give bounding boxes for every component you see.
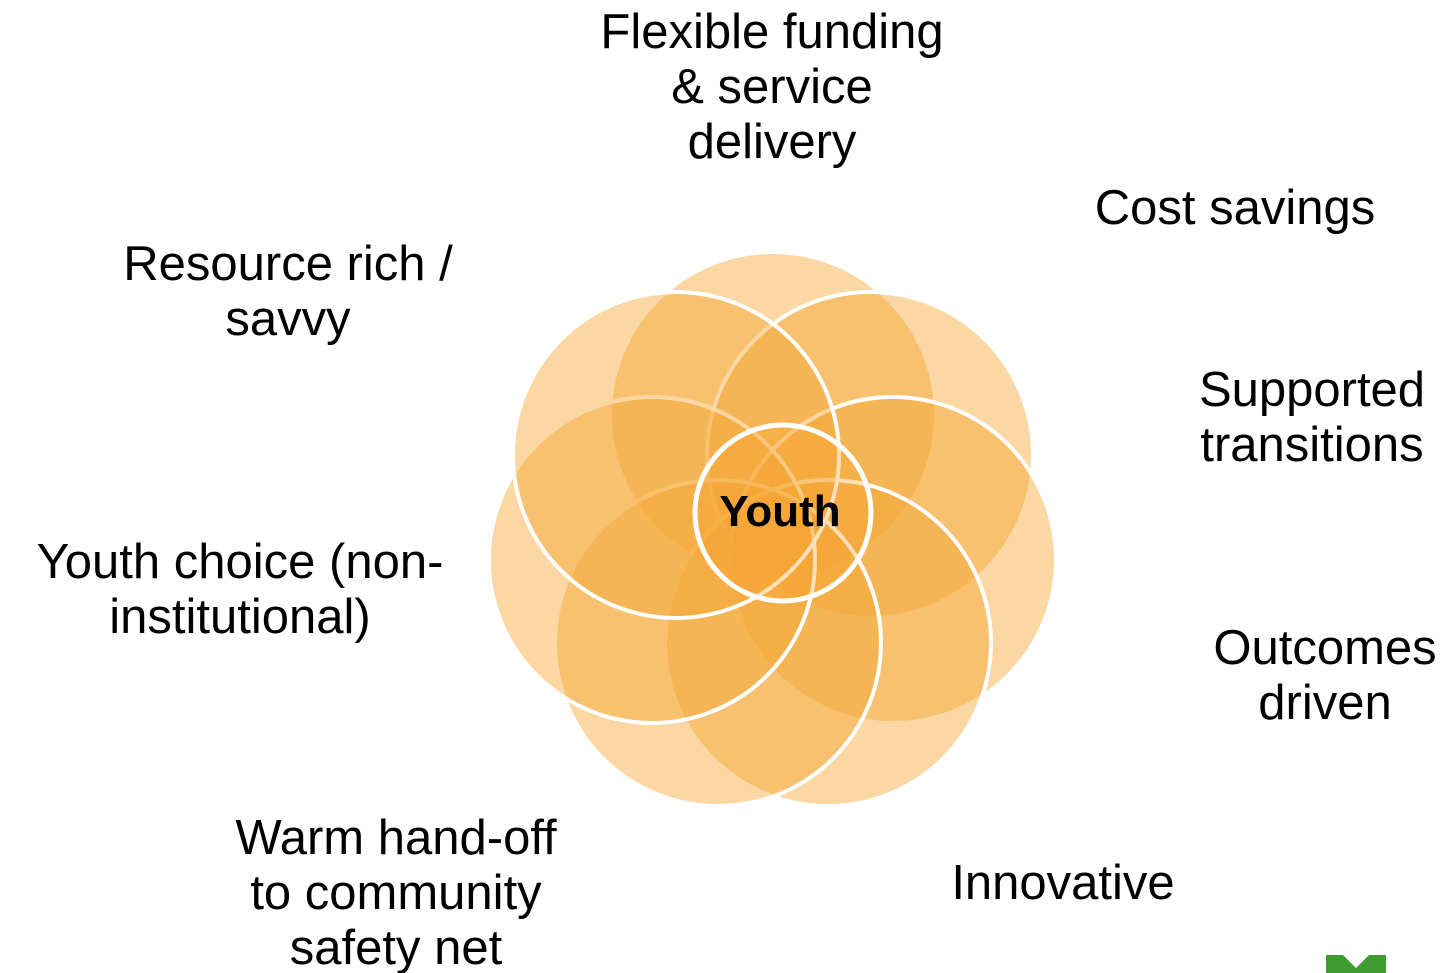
- label-line: to community: [250, 866, 542, 920]
- label-innovative: Innovative: [951, 856, 1174, 910]
- label-line: Warm hand-off: [235, 811, 557, 865]
- petal-circle: [511, 290, 841, 620]
- petal-circle: [728, 395, 1058, 725]
- petal-circle: [663, 478, 993, 808]
- center-label: Youth: [719, 487, 840, 536]
- label-line: & service: [671, 60, 873, 114]
- label-line: Cost savings: [1095, 181, 1376, 235]
- label-youth-choice: Youth choice (non-institutional): [37, 535, 444, 644]
- label-line: Outcomes: [1213, 621, 1436, 675]
- label-line: Supported: [1199, 363, 1425, 417]
- petal-group: [487, 250, 1058, 808]
- label-line: Flexible funding: [600, 5, 943, 59]
- petal-circle: [608, 250, 938, 580]
- logo-mark: [1326, 955, 1386, 973]
- label-line: transitions: [1200, 418, 1423, 472]
- label-line: driven: [1258, 676, 1391, 730]
- label-resource-rich: Resource rich /savvy: [123, 237, 453, 346]
- label-line: delivery: [688, 115, 857, 169]
- label-line: safety net: [290, 921, 503, 973]
- label-line: institutional): [109, 590, 370, 644]
- logo-m-shape: [1326, 955, 1386, 973]
- label-line: savvy: [225, 292, 351, 346]
- center-circle: [692, 422, 874, 604]
- label-line: Resource rich /: [123, 237, 453, 291]
- petal-circle: [487, 395, 817, 725]
- label-line: Innovative: [951, 856, 1174, 910]
- label-line: Youth choice (non-: [37, 535, 444, 589]
- label-cost-savings: Cost savings: [1095, 181, 1376, 235]
